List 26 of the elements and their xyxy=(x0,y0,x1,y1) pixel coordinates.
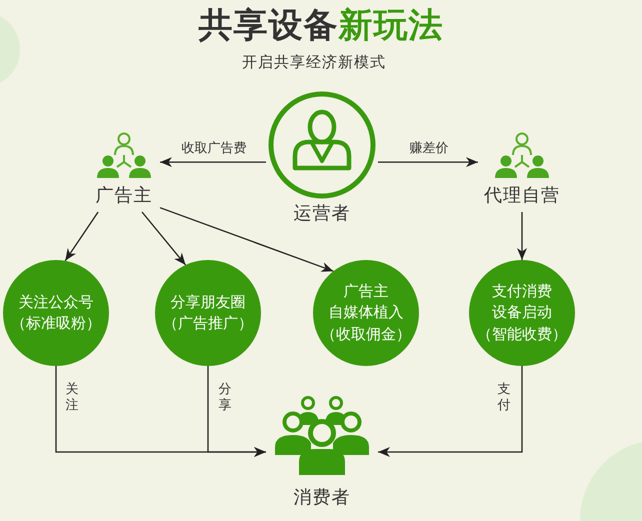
arrow xyxy=(378,157,478,168)
node-label: 代理自营 xyxy=(484,185,560,207)
subtitle: 开启共享经济新模式 xyxy=(242,53,386,71)
circle-text: 自媒体植入 xyxy=(328,302,404,324)
circle-text: 支付消费 xyxy=(492,280,552,302)
node-label: 消费者 xyxy=(294,487,350,509)
edge-label: 收取广告费 xyxy=(180,141,248,157)
arrow xyxy=(378,366,523,457)
circle-text: 广告主 xyxy=(344,280,388,302)
arrow xyxy=(160,157,266,168)
arrow xyxy=(517,212,527,260)
circle-text: 设备启动 xyxy=(492,302,552,324)
circle-text: （收取佣金） xyxy=(321,324,411,345)
node-label: 广告主 xyxy=(96,185,152,207)
edge-label: 赚差价 xyxy=(408,141,450,157)
circle-text: （智能收费） xyxy=(477,324,567,345)
circle-text: 分享朋友圈 xyxy=(170,292,246,312)
circle-text: 关注公众号 xyxy=(18,292,94,312)
node-label: 运营者 xyxy=(294,203,350,225)
arrow xyxy=(160,207,334,272)
arrow xyxy=(142,212,186,266)
title: 共享设备新玩法 xyxy=(198,6,444,46)
arrow xyxy=(207,366,266,457)
arrow xyxy=(64,212,99,262)
circle-text: （广告推广） xyxy=(163,313,253,334)
circle-text: （标准吸粉） xyxy=(11,313,101,334)
